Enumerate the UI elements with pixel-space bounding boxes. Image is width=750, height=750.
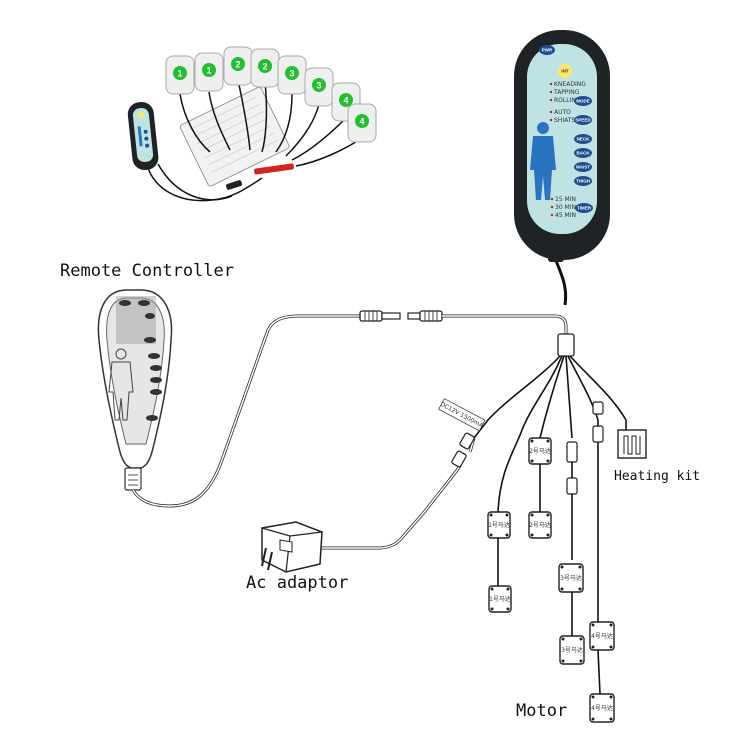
mode-button: MODE [574, 96, 592, 106]
motor-label: 4号马达 [591, 704, 613, 712]
int-button-label: INT [561, 69, 569, 74]
heating-kit [617, 420, 647, 459]
mode-item: TAPPING [553, 89, 580, 96]
vibration-pads: 1 1 2 2 3 [165, 46, 377, 143]
pad-number: 4 [359, 117, 364, 127]
motor-label: 2号马达 [529, 447, 551, 455]
junction-box [557, 333, 575, 357]
int-button: INT [558, 64, 572, 78]
pad-number: 2 [262, 62, 267, 72]
thigh-button-label: THIGH [576, 179, 590, 184]
inline-connector-pair [359, 310, 443, 322]
waist-button-label: WAIST [576, 165, 591, 170]
fanout-wires [473, 355, 627, 513]
waist-button: WAIST [574, 162, 592, 172]
mode-list: KNEADING TAPPING ROLLING AUTO SHIATSU [549, 81, 586, 124]
motor-label-caption: Motor [516, 701, 567, 721]
mode-item: ROLLING [554, 97, 581, 104]
motor-label: 1号马达 [488, 521, 510, 529]
timer-item: 30 MIN [555, 204, 576, 211]
timer-item: 15 MIN [555, 196, 576, 203]
vibration-pad-6: 3 [304, 67, 334, 107]
mode-item: SHIATSU [554, 117, 580, 124]
motor-unit-4a: 4号马达 [589, 621, 615, 651]
pwr-button: PWR [539, 45, 555, 55]
pwr-button-label: PWR [542, 48, 553, 53]
timer-button-label: TIMER [577, 206, 592, 211]
motor-unit-1a: 1号马达 [487, 511, 511, 539]
mode-item: AUTO [554, 109, 571, 116]
heating-pad-photo [179, 86, 290, 187]
vibration-pad-4: 2 [250, 48, 280, 88]
timer-button: TIMER [575, 203, 593, 213]
neck-button-label: NECK [577, 137, 591, 142]
small-remote-photo [127, 102, 159, 170]
vibration-pad-8: 4 [347, 103, 377, 143]
motor-line-connectors [566, 401, 604, 495]
vibration-pad-2: 1 [194, 52, 224, 92]
motor-label: 3号马达 [561, 646, 583, 654]
pad-number: 1 [206, 66, 211, 76]
motor-label: 1号马达 [489, 595, 511, 603]
motor-unit-2b: 2号马达 [528, 511, 552, 539]
neck-button: NECK [574, 134, 592, 144]
ac-adaptor-cable [320, 432, 476, 550]
speed-button-label: SPEED [575, 118, 591, 123]
pad-number: 2 [235, 60, 240, 70]
heating-kit-label: Heating kit [614, 469, 700, 484]
inline-connector [225, 180, 243, 190]
heater-connector-red [254, 163, 294, 175]
main-cable [442, 314, 568, 334]
motor-unit-2a: 2号马达 [528, 437, 552, 465]
speed-button: SPEED [574, 115, 592, 125]
thigh-button: THIGH [574, 176, 592, 186]
remote-photo-large: PWR INT KNEADING TAPPING ROLLING AUTO SH… [514, 30, 610, 306]
pad-cables [145, 79, 363, 202]
remote-sketch [97, 289, 360, 508]
timer-item: 45 MIN [555, 212, 576, 219]
body-silhouette-icon [530, 122, 556, 200]
ac-adaptor [261, 521, 323, 573]
motor-unit-3b: 3号马达 [559, 635, 585, 665]
motor-label: 3号马达 [560, 574, 582, 582]
vibration-pad-1: 1 [165, 55, 195, 95]
motor-unit-4b: 4号马达 [589, 693, 615, 723]
back-button-label: BACK [577, 151, 591, 156]
dc-rating-text: DC12V 1500mA [439, 401, 485, 430]
motor-unit-3a: 3号马达 [558, 563, 584, 593]
timer-list: 15 MIN 30 MIN 45 MIN [550, 196, 576, 219]
dc-rating-tag: DC12V 1500mA [438, 398, 486, 432]
mode-item: KNEADING [554, 81, 586, 88]
motor-unit-1b: 1号马达 [488, 585, 512, 613]
pad-number: 1 [177, 69, 182, 79]
mode-button-label: MODE [576, 99, 590, 104]
remote-cable [553, 257, 568, 306]
pad-number: 3 [289, 69, 294, 79]
vibration-pad-5: 3 [277, 55, 307, 95]
body-outline-icon [108, 348, 134, 421]
pad-number: 3 [316, 81, 321, 91]
vibration-pad-3: 2 [223, 46, 253, 86]
ac-adaptor-label: Ac adaptor [246, 573, 348, 593]
remote-controller-label: Remote Controller [60, 261, 234, 281]
motor-label: 2号马达 [529, 521, 551, 529]
pad-number: 4 [343, 96, 348, 106]
back-button: BACK [574, 148, 592, 158]
product-photo-top: 1 1 2 2 3 [127, 46, 377, 202]
motor-label: 4号马达 [591, 632, 613, 640]
